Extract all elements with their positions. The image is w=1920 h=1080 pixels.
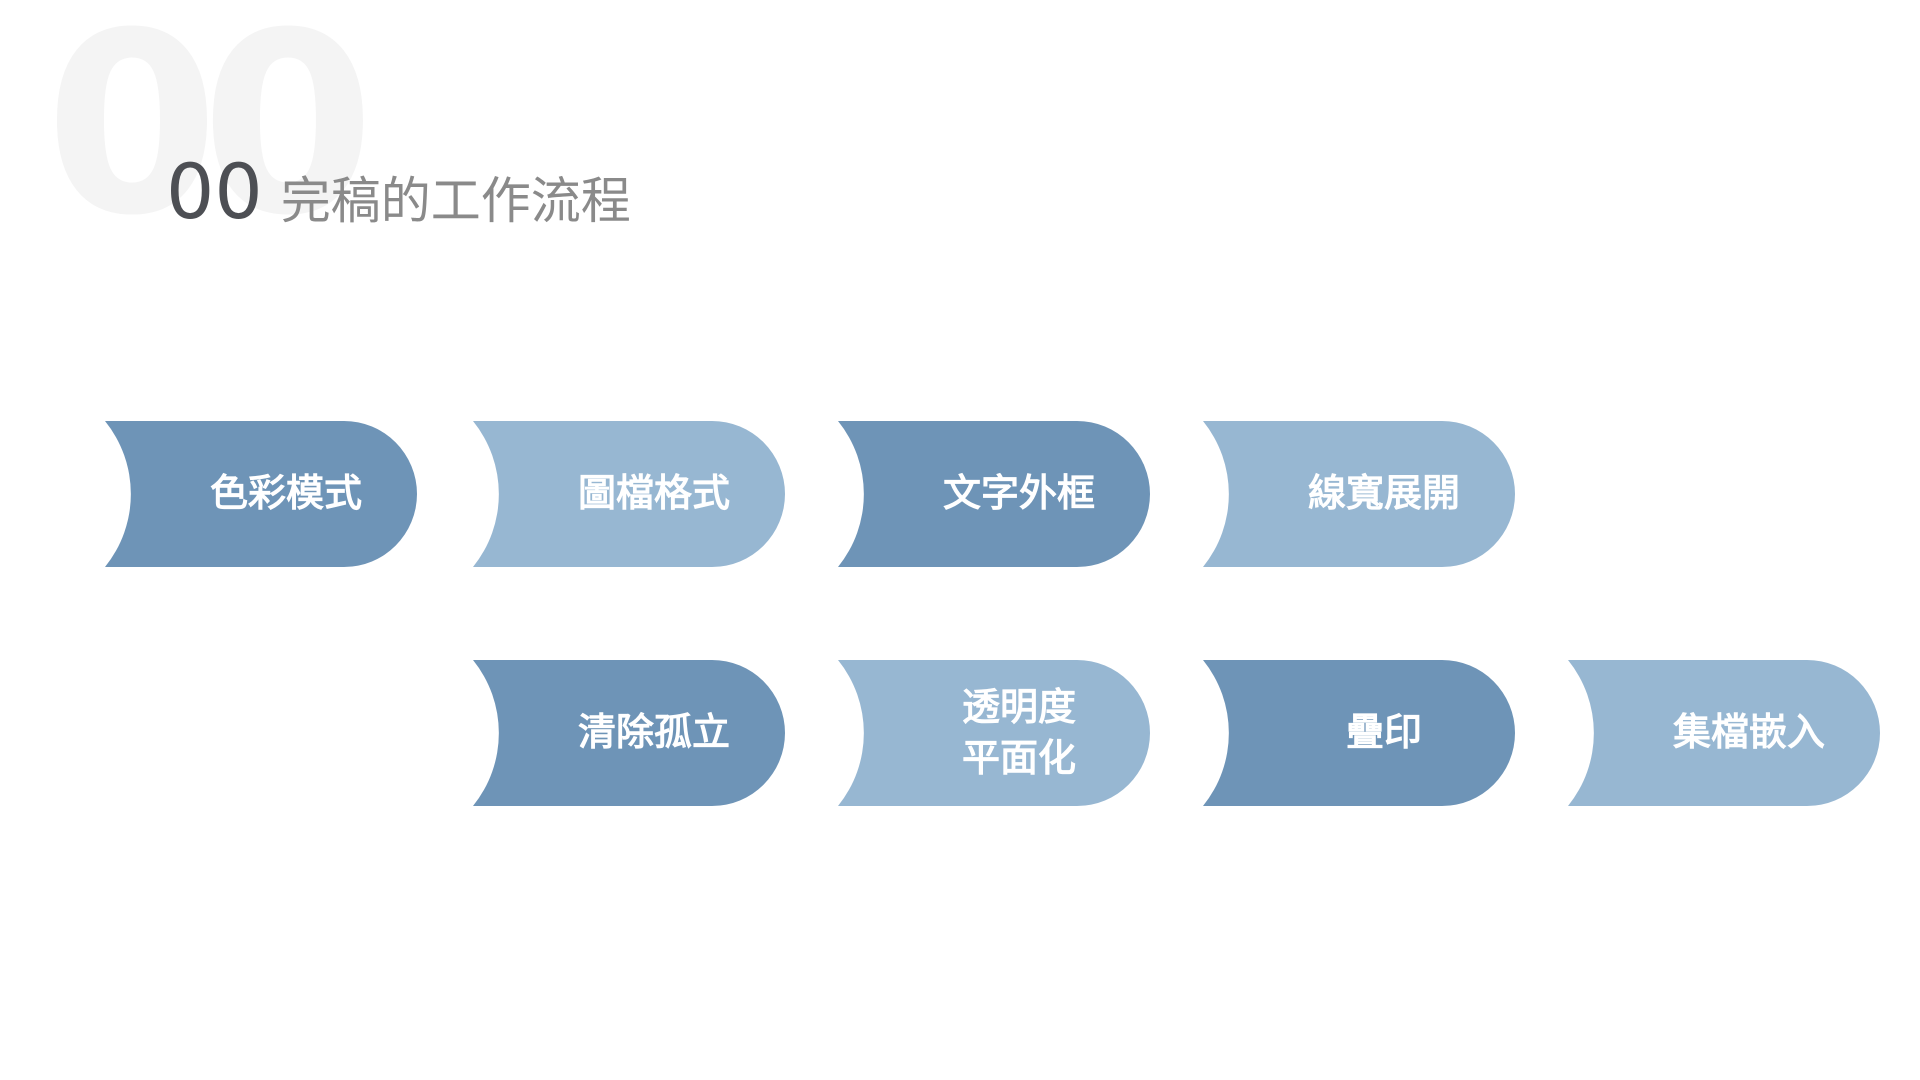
step-label: 集檔嵌入 (1672, 710, 1825, 755)
title-text: 完稿的工作流程 (280, 172, 631, 230)
workflow-step-stroke-expand: 線寬展開 (1203, 421, 1515, 567)
step-shape (1203, 421, 1515, 567)
step-shape (473, 660, 785, 806)
slide-title: 00 完稿的工作流程 (166, 154, 631, 230)
step-label: 線寬展開 (1307, 471, 1460, 516)
workflow-step-overprint: 疊印 (1203, 660, 1515, 806)
step-shape (105, 421, 417, 567)
workflow-step-image-format: 圖檔格式 (473, 421, 785, 567)
step-label: 色彩模式 (209, 471, 362, 516)
workflow-step-clear-stray: 清除孤立 (473, 660, 785, 806)
step-label: 透明度 平面化 (961, 684, 1076, 780)
step-label: 圖檔格式 (577, 471, 730, 516)
step-shape (838, 421, 1150, 567)
step-shape (1568, 660, 1880, 806)
background-section-number: 00 (45, 0, 375, 270)
workflow-step-text-outline: 文字外框 (838, 421, 1150, 567)
workflow-step-package-embed: 集檔嵌入 (1568, 660, 1880, 806)
step-shape (838, 660, 1150, 806)
step-label: 疊印 (1345, 710, 1422, 755)
step-shape (1203, 660, 1515, 806)
step-label: 文字外框 (942, 471, 1095, 516)
step-label: 清除孤立 (577, 710, 730, 755)
title-section-number: 00 (166, 147, 263, 236)
workflow-step-color-mode: 色彩模式 (105, 421, 417, 567)
step-shape (473, 421, 785, 567)
workflow-step-flatten-transparency: 透明度 平面化 (838, 660, 1150, 806)
